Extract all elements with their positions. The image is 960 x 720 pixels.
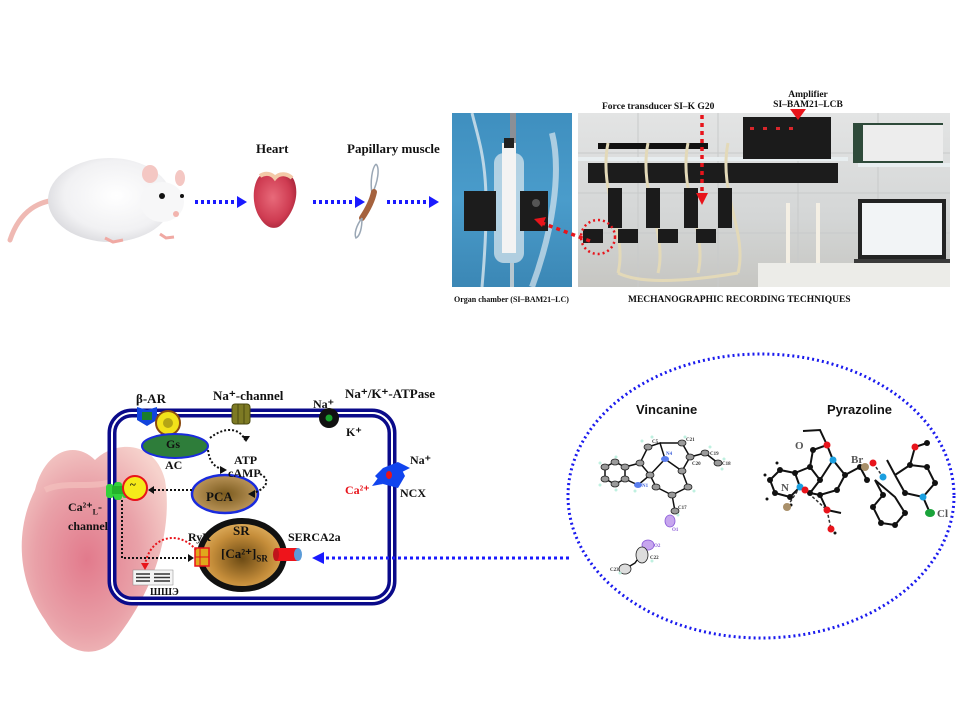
papillary-muscle-image: [348, 162, 388, 242]
atp-label: ATP: [234, 453, 258, 467]
atom-label-o: O: [795, 440, 804, 452]
organ-chamber-photo: [452, 113, 572, 287]
arrow-papillary-to-chamber: [385, 195, 440, 209]
arrow-compounds-to-cell: [312, 551, 572, 565]
atom-c20: C20: [692, 462, 701, 467]
ac-label: AC: [165, 458, 183, 472]
ca-l-channel-label: Ca²⁺L- channel: [68, 500, 109, 534]
ryr-label: RyR: [188, 530, 211, 544]
myofilament-icon: [132, 569, 174, 586]
atom-label-cl: Cl: [937, 508, 948, 520]
lab-setup-photo: [578, 113, 950, 287]
setup-caption: MECHANOGRAPHIC RECORDING TECHNIQUES: [628, 295, 851, 305]
arrow-chamber-link: [532, 215, 594, 245]
vincanine-title: Vincanine: [636, 402, 698, 417]
pyrazoline-title: Pyrazoline: [827, 402, 893, 417]
heart-image: [250, 168, 300, 230]
na-plus-atpase-label: Na⁺: [313, 397, 334, 411]
beta-ar-label: β-AR: [136, 391, 166, 406]
atom-c21: C21: [686, 438, 695, 443]
na-k-atpase-icon: [319, 408, 339, 428]
force-transducer-label: Force transducer SI–K G20: [602, 102, 715, 112]
arrow-rat-to-heart: [193, 195, 248, 209]
tilde-label: ~: [130, 479, 136, 491]
rat-image: [0, 130, 190, 250]
arrow-amplifier: [790, 108, 806, 120]
ncx-exchanger-icon: [372, 462, 410, 488]
ncx-na-label: Na⁺: [410, 453, 431, 467]
atom-c18: C18: [722, 462, 731, 467]
atom-c17: C17: [678, 506, 687, 511]
atom-label-n: N: [781, 482, 789, 494]
sr-label: SR: [233, 523, 250, 538]
atom-c22: C22: [650, 556, 659, 561]
na-k-atpase-label: Na⁺/K⁺-ATPase: [345, 386, 436, 401]
arrow-heart-to-papillary: [311, 195, 366, 209]
na-channel-label: Na⁺-channel: [213, 388, 284, 403]
sr-ca-label: [Ca²⁺]SR: [221, 546, 268, 564]
amplifier-label-line2: SI–BAM21–LCB: [773, 100, 843, 110]
atom-o1: O1: [672, 528, 679, 533]
serca-pump-icon: [273, 548, 302, 561]
atom-n1: N1: [642, 484, 649, 489]
ca-l-channel-line2: channel: [68, 519, 109, 534]
ca-l-channel-sub: L: [92, 507, 98, 517]
sr-ca-sub: SR: [256, 553, 268, 564]
gs-label: Gs: [166, 437, 181, 451]
ca-l-channel-ion: Ca²⁺: [68, 500, 93, 514]
na-channel-icon: [231, 403, 251, 425]
beta-ar-receptor-icon: [137, 407, 157, 426]
channel-modulator-icon: [122, 475, 148, 501]
organ-chamber-caption: Organ chamber (SI–BAM21–LC): [454, 295, 569, 304]
atom-c5: C5: [652, 440, 659, 445]
serca-label: SERCA2a: [288, 530, 341, 544]
pyrazoline-structure: O Br N Cl: [763, 428, 948, 535]
arrow-channel-to-ryr: [121, 500, 192, 559]
pca-label: PCA: [206, 489, 233, 504]
arrow-force-transducer: [695, 113, 709, 207]
ryr-channel-icon: [194, 547, 210, 567]
atom-c19: C19: [710, 452, 719, 457]
arrow-ac-to-camp: [207, 449, 226, 471]
arrow-ryr-to-myofilament: [144, 537, 197, 566]
pca-ellipse: [190, 473, 260, 515]
compounds-dotted-ellipse: [566, 352, 956, 640]
sr-ca-ion: [Ca²⁺]: [221, 546, 257, 561]
atom-o2: O2: [654, 544, 661, 549]
ncx-label: NCX: [400, 486, 426, 500]
heart-label: Heart: [256, 141, 289, 156]
arrow-gs-to-atp: [209, 429, 246, 441]
ncx-ca-label: Ca²⁺: [345, 483, 370, 497]
myofilament-label: ШШЭ: [150, 587, 179, 598]
gs-ellipse: [141, 433, 209, 459]
papillary-muscle-label: Papillary muscle: [347, 141, 440, 156]
atom-c23: C23: [610, 568, 619, 573]
atom-label-br: Br: [851, 454, 863, 466]
k-plus-label: K⁺: [346, 425, 362, 439]
amplifier-label: Amplifier SI–BAM21–LCB: [758, 90, 858, 110]
atom-n4: N4: [666, 452, 673, 457]
amplifier-label-line1: Amplifier: [788, 90, 828, 100]
camp-label: cAMP: [228, 466, 261, 480]
cardiomyocyte-diagram: [106, 403, 410, 606]
